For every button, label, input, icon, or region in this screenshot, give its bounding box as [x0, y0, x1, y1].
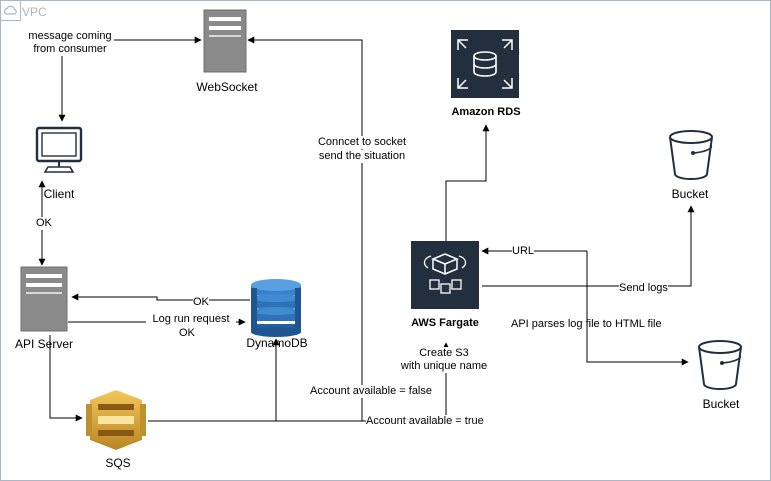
websocket-label: WebSocket	[196, 80, 258, 94]
edge-label-log-run-ok: OK	[179, 327, 195, 340]
edge-label-message-line1: message coming	[26, 30, 114, 43]
client-label: Client	[43, 187, 75, 201]
bucket-bottom-label: Bucket	[702, 397, 740, 411]
edge-sqs-to-websocket	[148, 36, 363, 422]
api-server-label: API Server	[14, 337, 74, 351]
edge-label-connect-line1: Conncet to socket	[310, 136, 414, 149]
dynamodb-label: DynamoDB	[246, 336, 308, 350]
edge-label-account-false: Account available = false	[310, 385, 432, 398]
edge-label-message-line2: from consumer	[26, 43, 114, 56]
edge-label-account-true: Account available = true	[366, 415, 484, 428]
bucket-icon[interactable]	[698, 340, 742, 390]
edge-url-loop	[586, 251, 689, 366]
edge-label-send-logs: Send logs	[619, 282, 668, 295]
aws-fargate-label: AWS Fargate	[411, 317, 479, 329]
cloud-icon	[0, 0, 21, 21]
monitor-icon[interactable]	[35, 126, 83, 173]
edge-fargate-to-rds	[445, 124, 490, 241]
edge-label-create-s3-line2: with unique name	[392, 360, 496, 373]
edge-label-api-parses: API parses log file to HTML file	[511, 318, 662, 330]
edge-dynamo-ok	[71, 293, 250, 301]
edge-label-connect-line2: send the situation	[310, 150, 414, 163]
edge-fargate-to-bucket-top	[482, 205, 695, 287]
sqs-label: SQS	[105, 456, 131, 470]
dynamodb-icon[interactable]	[251, 279, 301, 337]
fargate-icon[interactable]	[411, 241, 479, 309]
edge-api-to-sqs	[49, 335, 83, 422]
sqs-icon[interactable]	[86, 390, 146, 450]
edge-label-log-run-request: Log run request	[146, 313, 236, 326]
edge-sqs-to-dynamodb	[148, 338, 280, 422]
websocket-server-icon[interactable]	[203, 9, 247, 73]
edge-label-url: URL	[512, 245, 535, 258]
api-server-icon[interactable]	[20, 266, 68, 332]
edge-label-dynamo-ok: OK	[193, 296, 209, 309]
rds-icon[interactable]	[451, 30, 519, 98]
bucket-top-label: Bucket	[671, 187, 709, 201]
edge-label-create-s3-line1: Create S3	[392, 347, 496, 360]
vpc-label: VPC	[22, 5, 47, 19]
edge-label-client-ok: OK	[36, 217, 52, 230]
bucket-icon[interactable]	[669, 130, 713, 180]
amazon-rds-label: Amazon RDS	[451, 106, 521, 118]
